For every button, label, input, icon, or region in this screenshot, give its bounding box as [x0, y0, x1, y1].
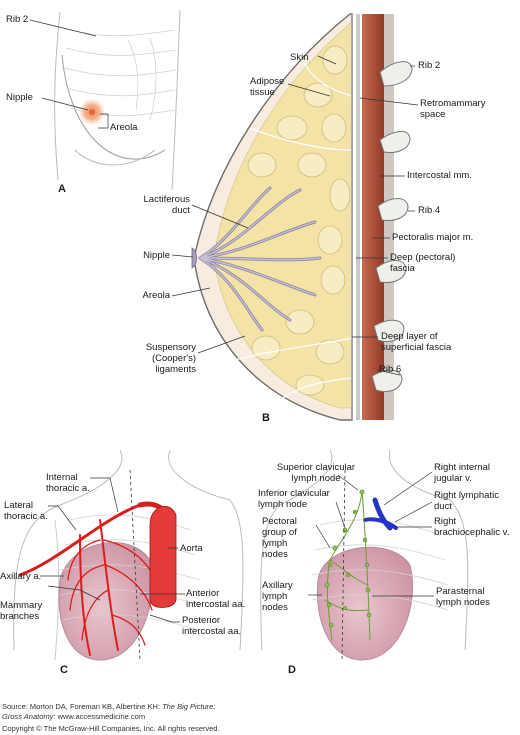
panel-a-drawing	[54, 9, 181, 191]
label-b-intercostal: Intercostal mm.	[407, 170, 472, 181]
panel-a-letter: A	[58, 183, 66, 195]
label-c-axillary: Axillary a.	[0, 571, 42, 582]
label-b-deep-layer: Deep layer of superficial fascia	[381, 331, 452, 353]
label-a-areola: Areola	[110, 122, 138, 133]
panel-b-drawing	[191, 13, 413, 421]
label-b-deep-fascia: Deep (pectoral) fascia	[390, 252, 456, 274]
label-b-skin: Skin	[290, 52, 309, 63]
label-a-rib2: Rib 2	[6, 14, 29, 25]
panel-a-leaders	[29, 19, 109, 129]
label-d-right-lymphatic: Right lymphatic duct	[434, 490, 499, 512]
label-c-aorta: Aorta	[180, 543, 203, 554]
footer-source-line2: Gross Anatomy: www.accessmedicine.com	[2, 712, 146, 721]
label-d-right-internal-jugular: Right internal jugular v.	[434, 462, 490, 484]
panel-b-leaders	[171, 55, 419, 376]
label-b-rib4: Rib 4	[418, 205, 441, 216]
label-b-adipose: Adipose tissue	[250, 76, 285, 98]
panel-c-letter: C	[60, 664, 68, 676]
label-d-right-brachiocephalic: Right brachiocephalic v.	[434, 516, 510, 538]
label-d-parasternal: Parasternal lymph nodes	[436, 586, 490, 608]
footer-source-line1: Source: Morton DA, Foreman KB, Albertine…	[2, 702, 216, 711]
label-b-lactiferous: Lactiferous duct	[143, 194, 190, 216]
panel-c-drawing	[13, 449, 244, 661]
label-b-pectoralis: Pectoralis major m.	[392, 232, 474, 243]
label-c-internal-thoracic: Internal thoracic a.	[46, 472, 90, 494]
label-d-superior-clavicular: Superior clavicular lymph node	[276, 462, 356, 484]
label-b-retromammary: Retromammary space	[420, 98, 486, 120]
panel-d-drawing	[260, 449, 469, 661]
label-d-pectoral-group: Pectoral group of lymph nodes	[262, 516, 297, 560]
label-b-rib2: Rib 2	[418, 60, 441, 71]
label-a-nipple: Nipple	[6, 92, 33, 103]
label-b-areola: Areola	[142, 290, 170, 301]
label-b-rib6: Rib 6	[379, 364, 402, 375]
label-d-axillary-lymph: Axillary lymph nodes	[262, 580, 293, 613]
panel-d-leaders	[308, 471, 434, 597]
label-d-inferior-clavicular: Inferior clavicular lymph node	[258, 488, 330, 510]
footer-copyright: Copyright © The McGraw-Hill Companies, I…	[2, 724, 220, 733]
panel-a-nipple-shape	[89, 109, 95, 115]
label-b-nipple: Nipple	[143, 250, 170, 261]
panel-c-leaders	[40, 477, 185, 623]
label-b-suspensory: Suspensory (Cooper's) ligaments	[145, 342, 196, 375]
panel-b-letter: B	[262, 412, 270, 424]
panel-d-letter: D	[288, 664, 296, 676]
label-c-lateral-thoracic: Lateral thoracic a.	[4, 500, 48, 522]
label-c-mammary: Mammary branches	[0, 600, 43, 622]
label-c-posterior-intercostal: Posterior intercostal aa.	[182, 615, 242, 637]
label-c-anterior-intercostal: Anterior intercostal aa.	[186, 588, 246, 610]
